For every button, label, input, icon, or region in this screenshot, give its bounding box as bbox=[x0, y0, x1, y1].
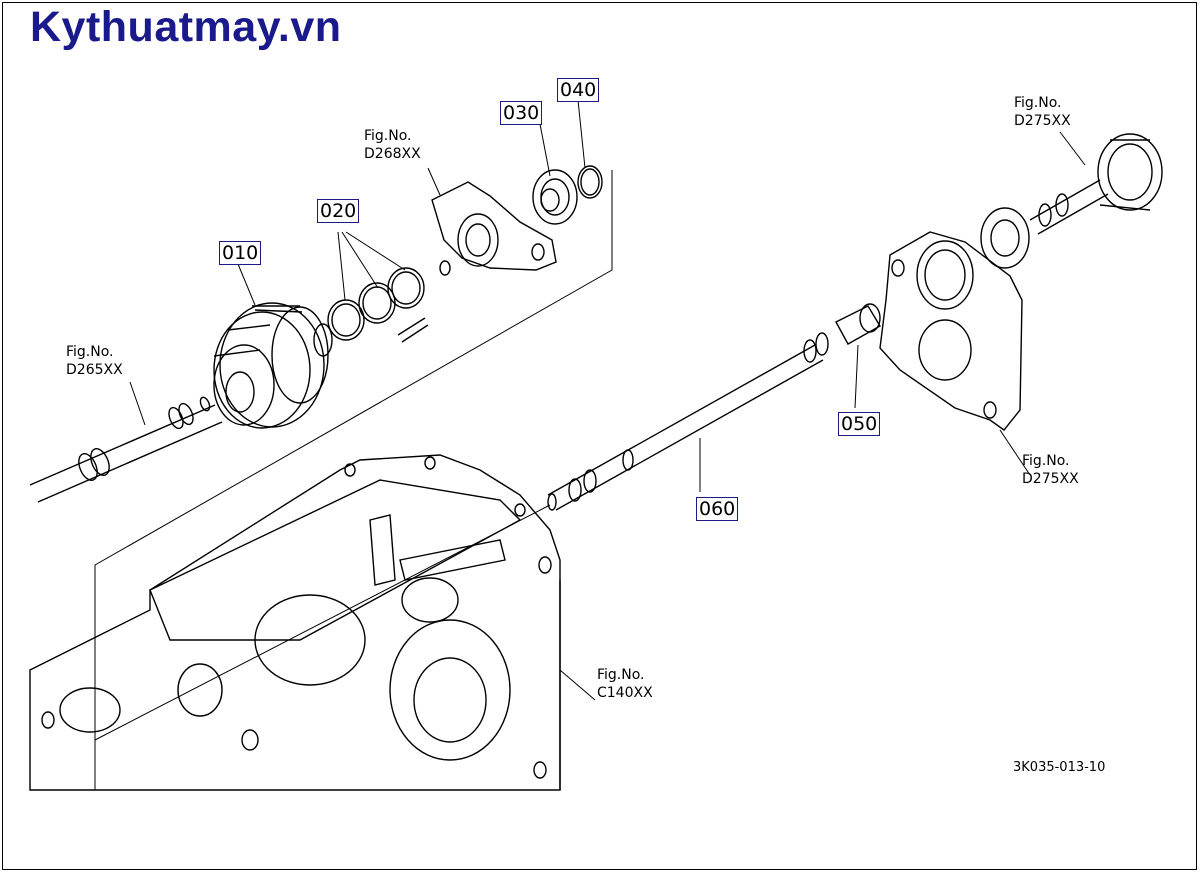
figure-ref-d265[interactable]: Fig.No. D265XX bbox=[66, 343, 123, 379]
bearing-030 bbox=[533, 170, 577, 224]
figure-ref-d268-line1: Fig.No. bbox=[364, 128, 412, 144]
part-number-050[interactable]: 050 bbox=[838, 412, 881, 436]
figure-ref-c140[interactable]: Fig.No. C140XX bbox=[597, 666, 653, 702]
drawing-code: 3K035-013-10 bbox=[1013, 760, 1106, 775]
leader-020-c bbox=[346, 232, 405, 270]
figure-ref-d275-top-line1: Fig.No. bbox=[1014, 95, 1062, 111]
leader-d275-top bbox=[1060, 132, 1085, 165]
figure-ref-d275-top[interactable]: Fig.No. D275XX bbox=[1014, 94, 1071, 130]
figure-ref-d265-line1: Fig.No. bbox=[66, 344, 114, 360]
bracket-d268 bbox=[432, 182, 556, 270]
figure-ref-d275-top-line2: D275XX bbox=[1014, 113, 1071, 129]
part-number-040[interactable]: 040 bbox=[557, 78, 600, 102]
figure-ref-d275-bottom[interactable]: Fig.No. D275XX bbox=[1022, 452, 1079, 488]
gear-shaft-d275 bbox=[981, 134, 1162, 268]
snap-ring-040 bbox=[578, 166, 602, 198]
figure-ref-d265-line2: D265XX bbox=[66, 362, 123, 378]
shaft-060 bbox=[548, 333, 828, 510]
leader-d265 bbox=[130, 382, 145, 425]
leader-020-b bbox=[342, 232, 378, 288]
part-number-020[interactable]: 020 bbox=[317, 199, 360, 223]
dashed-bracket-line bbox=[95, 170, 612, 790]
figure-ref-d275-bottom-line1: Fig.No. bbox=[1022, 453, 1070, 469]
seal-rings-020 bbox=[328, 268, 424, 340]
leader-030 bbox=[540, 124, 550, 176]
transmission-case-c140 bbox=[30, 455, 560, 790]
leader-050 bbox=[855, 345, 858, 408]
brand-logo-text: Kythuatmay.vn bbox=[30, 3, 342, 51]
leader-010 bbox=[238, 264, 255, 305]
leader-d275-bottom bbox=[1000, 430, 1030, 475]
figure-ref-d268[interactable]: Fig.No. D268XX bbox=[364, 127, 421, 163]
figure-ref-d268-line2: D268XX bbox=[364, 146, 421, 162]
part-number-030[interactable]: 030 bbox=[500, 101, 543, 125]
needle-bearing-050 bbox=[836, 304, 880, 344]
housing-d275 bbox=[880, 232, 1022, 430]
leader-020-a bbox=[338, 232, 345, 300]
leader-c140 bbox=[560, 670, 595, 700]
part-number-010[interactable]: 010 bbox=[219, 241, 262, 265]
leader-lines bbox=[95, 100, 1085, 790]
small-pin-parts bbox=[398, 261, 450, 342]
leader-d268 bbox=[428, 168, 440, 195]
part-number-060[interactable]: 060 bbox=[696, 497, 739, 521]
clutch-assembly-010 bbox=[214, 303, 332, 428]
figure-ref-d275-bottom-line2: D275XX bbox=[1022, 471, 1079, 487]
shaft-d265 bbox=[30, 396, 222, 502]
figure-ref-c140-line2: C140XX bbox=[597, 685, 653, 701]
leader-040 bbox=[578, 100, 585, 168]
figure-ref-c140-line1: Fig.No. bbox=[597, 667, 645, 683]
assembly-axis-line bbox=[95, 505, 550, 740]
